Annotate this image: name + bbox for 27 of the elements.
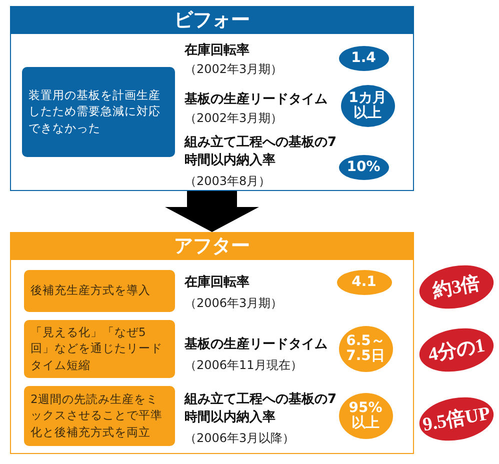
measure-box: 後補充生産方式を導入: [24, 270, 174, 312]
value-ellipse: 1.4: [338, 46, 388, 70]
section-panel: [10, 6, 414, 191]
period-label: （2006年11月現在）: [184, 356, 302, 374]
metric-label: 組み立て工程への基板の7時間以内納入率: [184, 390, 338, 426]
section-heading: アフター: [11, 233, 413, 260]
measure-box: 「見える化」「なぜ5回」などを通じたリードタイム短縮: [24, 320, 174, 378]
block-arrow: [165, 191, 259, 232]
metric-label: 基板の生産リードタイム: [184, 90, 328, 108]
value-ellipse: 95%以上: [338, 392, 392, 438]
measure-box: 装置用の基板を計画生産したため需要急減に対応できなかった: [22, 66, 174, 156]
value-ellipse: 6.5～7.5日: [338, 326, 392, 372]
section-heading: ビフォー: [11, 7, 413, 34]
metric-label: 在庫回転率: [184, 42, 250, 58]
value-ellipse: 1カ月以上: [340, 84, 394, 126]
period-label: （2006年3月期）: [184, 294, 283, 312]
period-label: （2002年3月期）: [184, 60, 283, 78]
section-panel: [10, 232, 414, 454]
period-label: （2002年3月期）: [184, 110, 283, 126]
value-ellipse: 10%: [338, 154, 388, 180]
period-label: （2006年3月以降）: [184, 430, 295, 446]
metric-label: 在庫回転率: [184, 274, 250, 290]
measure-box: 2週間の先読み生産をミックスさせることで平準化と後補充方式を両立: [24, 386, 174, 446]
metric-label: 組み立て工程への基板の7時間以内納入率: [184, 134, 338, 168]
metric-label: 基板の生産リードタイム: [184, 336, 328, 352]
value-ellipse: 4.1: [336, 270, 392, 294]
period-label: （2003年8月）: [184, 172, 271, 190]
